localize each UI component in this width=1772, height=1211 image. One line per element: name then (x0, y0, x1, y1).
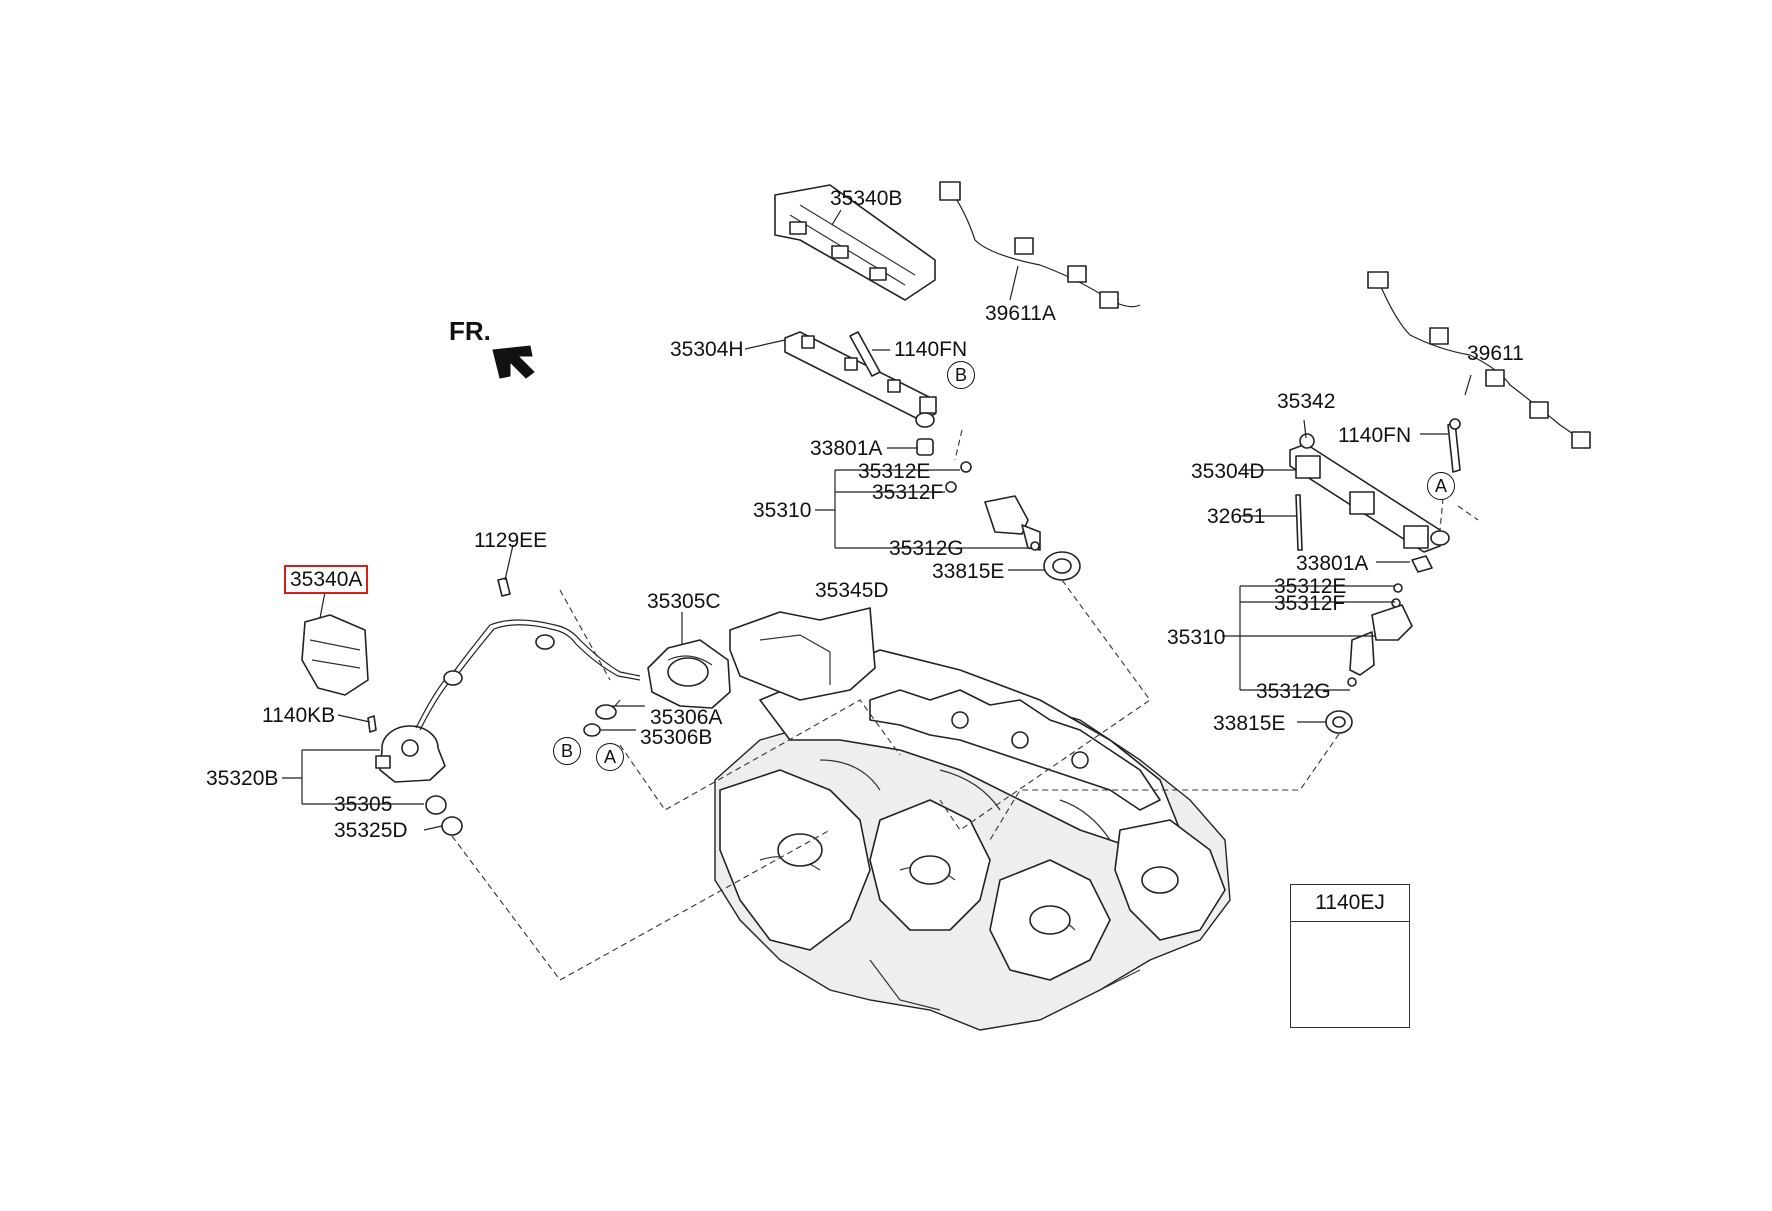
label-35310-left: 35310 (753, 499, 812, 522)
label-33815E-right: 33815E (1213, 712, 1286, 735)
label-39611: 39611 (1467, 342, 1524, 365)
front-direction-arrow (492, 345, 535, 379)
label-35310-right: 35310 (1167, 626, 1226, 649)
wiring-harness-right (1367, 271, 1591, 449)
label-33801A-right: 33801A (1296, 552, 1369, 575)
high-pressure-line (415, 577, 641, 731)
label-1129EE: 1129EE (474, 529, 548, 552)
leader-lines (282, 209, 1472, 831)
small-parts-right (1325, 555, 1433, 734)
label-39611A: 39611A (985, 302, 1056, 325)
reference-marker-a-right: A (1427, 472, 1455, 500)
label-35312E-right: 35312E (1274, 575, 1347, 598)
reference-marker-b-lower: B (553, 737, 581, 765)
label-1140FN-left: 1140FN (894, 338, 968, 361)
label-35312F-left: 35312F (872, 481, 944, 504)
label-33801A-left: 33801A (810, 437, 883, 460)
label-1140FN-right: 1140FN (1338, 424, 1412, 447)
reference-marker-b-upper: B (947, 361, 975, 389)
pump-housing-35305C (647, 639, 731, 709)
label-35304D: 35304D (1191, 460, 1265, 483)
reference-marker-a-lower: A (596, 743, 624, 771)
cover-35345D (729, 607, 876, 701)
front-direction-label: FR. (449, 316, 491, 346)
label-35340B: 35340B (830, 187, 903, 210)
label-1140KB: 1140KB (262, 704, 336, 727)
label-35340A-highlighted: 35340A (284, 565, 369, 594)
small-parts-left (916, 438, 1081, 581)
label-35325D: 35325D (334, 819, 408, 842)
label-35306B: 35306B (640, 726, 713, 749)
fuel-rail-left (784, 331, 937, 428)
label-35312G-left: 35312G (889, 537, 964, 560)
fuel-rail-right (1289, 418, 1461, 553)
label-35320B: 35320B (206, 767, 279, 790)
label-35312G-right: 35312G (1256, 680, 1331, 703)
label-35312E-left: 35312E (858, 460, 931, 483)
inset-box-1140EJ: 1140EJ (1290, 884, 1410, 1028)
fuel-rail-cover-upper (774, 184, 936, 301)
inset-title: 1140EJ (1291, 885, 1409, 922)
label-33815E-left: 33815E (932, 560, 1005, 583)
small-seals-35306 (583, 699, 621, 737)
label-35312F-right: 35312F (1274, 592, 1346, 615)
label-32651: 32651 (1207, 505, 1266, 528)
label-35305C: 35305C (647, 590, 721, 613)
label-35345D: 35345D (815, 579, 889, 602)
wiring-harness-upper (939, 181, 1141, 309)
label-35305: 35305 (334, 793, 393, 816)
dashed-reference-lines (451, 429, 1479, 981)
label-35306A: 35306A (650, 706, 723, 729)
high-pressure-pump (367, 715, 463, 836)
label-35342: 35342 (1277, 390, 1336, 413)
label-35304H: 35304H (670, 338, 744, 361)
pump-cover-35340A (301, 614, 369, 696)
engine-block (714, 649, 1231, 1031)
